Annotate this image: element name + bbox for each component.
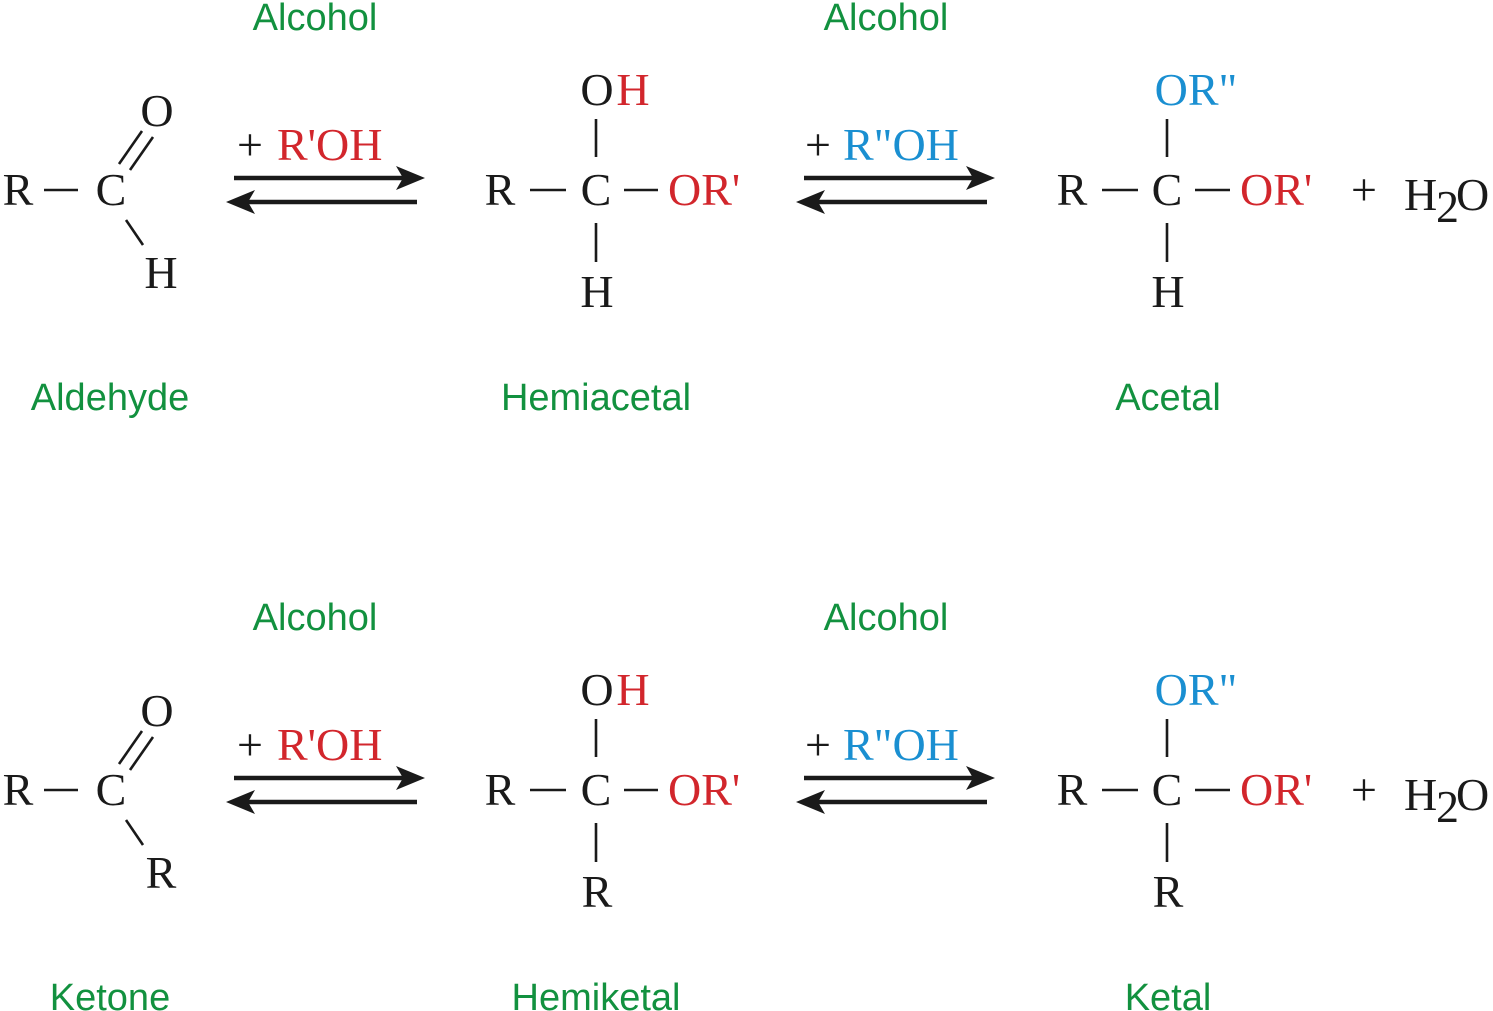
water-byproduct: + H2O xyxy=(1351,164,1489,232)
intermediate-substituent: H xyxy=(580,266,613,317)
reactant-name: Aldehyde xyxy=(31,377,189,419)
intermediate-hydroxyl-h: H xyxy=(616,664,649,715)
reactant-double-bond-b xyxy=(128,136,155,171)
product-or-group: OR' xyxy=(1240,764,1312,815)
intermediate-carbon: C xyxy=(581,164,612,215)
reactant-oxygen: O xyxy=(140,85,173,136)
water-oxygen: O xyxy=(1456,169,1489,220)
plus-sign: + xyxy=(1351,164,1377,215)
plus-sign: + xyxy=(1351,764,1377,815)
plus-sign: + xyxy=(805,119,831,170)
intermediate-substituent: R xyxy=(582,866,613,917)
product-substituent: H xyxy=(1151,266,1184,317)
reactant-double-bond-a xyxy=(117,130,144,165)
reactant-r-group: R xyxy=(3,164,34,215)
equilibrium-arrow-2: +R"OH xyxy=(796,119,995,214)
equilibrium-arrow-2: +R"OH xyxy=(796,719,995,814)
product-or-group-top: OR" xyxy=(1155,64,1238,115)
reagent-label-1: Alcohol xyxy=(253,0,378,39)
reactant-lower-bond xyxy=(124,219,145,246)
reagent-label-1: Alcohol xyxy=(253,597,378,639)
product-carbon: C xyxy=(1152,764,1183,815)
reactant-double-bond-a xyxy=(117,730,144,765)
intermediate-or-group: OR' xyxy=(668,764,740,815)
product-r-group: R xyxy=(1057,164,1088,215)
reactant-oxygen: O xyxy=(140,685,173,736)
water-hydrogen: H xyxy=(1404,169,1437,220)
equilibrium-arrow-1: + R'OH xyxy=(226,119,425,214)
plus-sign: + xyxy=(237,119,263,170)
reactant-name: Ketone xyxy=(50,977,170,1011)
reactant-substituent: R xyxy=(146,847,177,898)
water-subscript: 2 xyxy=(1436,781,1459,832)
plus-sign: + xyxy=(805,719,831,770)
reactant-r-group: R xyxy=(3,764,34,815)
intermediate-or-group: OR' xyxy=(668,164,740,215)
product-structure: OR" R C OR' H xyxy=(1057,64,1313,317)
product-or-group: OR' xyxy=(1240,164,1312,215)
intermediate-carbon: C xyxy=(581,764,612,815)
product-r-group: R xyxy=(1057,764,1088,815)
reagent-label-2: Alcohol xyxy=(824,0,949,39)
reactant-carbon: C xyxy=(96,764,127,815)
reactant-structure: R CO H xyxy=(3,85,178,298)
reagent-label-2: Alcohol xyxy=(824,597,949,639)
intermediate-hydroxyl-h: H xyxy=(616,64,649,115)
reactant-substituent: H xyxy=(144,247,177,298)
reactant-double-bond-b xyxy=(128,736,155,771)
intermediate-name: Hemiketal xyxy=(512,977,681,1011)
plus-sign: + xyxy=(237,719,263,770)
intermediate-r-group: R xyxy=(485,164,516,215)
reagent-2: R"OH xyxy=(843,719,959,770)
water-byproduct: + H2O xyxy=(1351,764,1489,832)
product-substituent: R xyxy=(1153,866,1184,917)
equilibrium-arrow-1: + R'OH xyxy=(226,719,425,814)
intermediate-oxygen: O xyxy=(580,64,613,115)
product-name: Acetal xyxy=(1115,377,1221,419)
reagent-2: R"OH xyxy=(843,119,959,170)
intermediate-name: Hemiacetal xyxy=(501,377,691,419)
intermediate-oxygen: O xyxy=(580,664,613,715)
reagent-1: R'OH xyxy=(277,119,382,170)
water-oxygen: O xyxy=(1456,769,1489,820)
product-name: Ketal xyxy=(1125,977,1212,1011)
reactant-carbon: C xyxy=(96,164,127,215)
water-subscript: 2 xyxy=(1436,181,1459,232)
reactant-lower-bond xyxy=(124,819,145,846)
intermediate-r-group: R xyxy=(485,764,516,815)
reagent-1: R'OH xyxy=(277,719,382,770)
water-hydrogen: H xyxy=(1404,769,1437,820)
product-or-group-top: OR" xyxy=(1155,664,1238,715)
product-carbon: C xyxy=(1152,164,1183,215)
